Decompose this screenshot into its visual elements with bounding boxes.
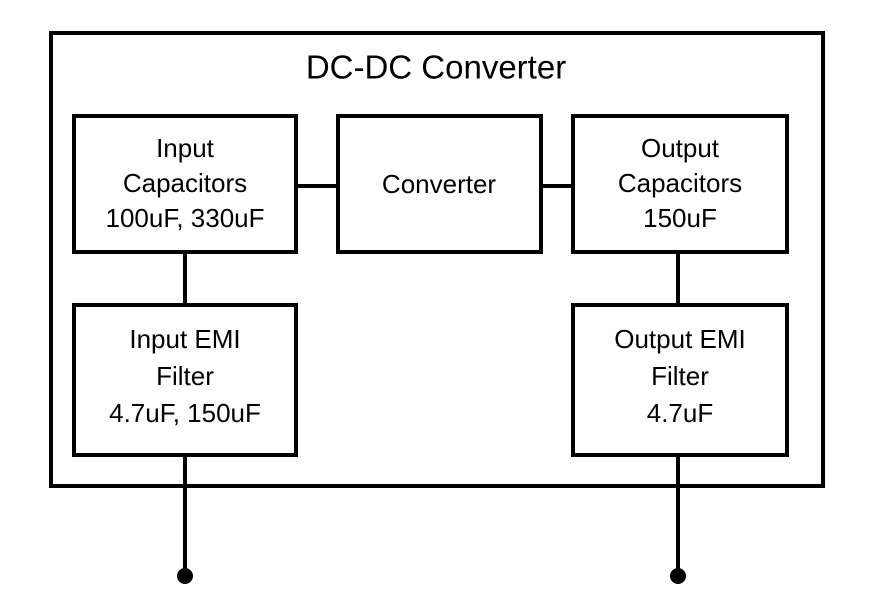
block-output-capacitors-line1: Output bbox=[641, 133, 720, 163]
block-input-capacitors: Input Capacitors 100uF, 330uF bbox=[72, 114, 298, 254]
block-output-emi-filter-line3: 4.7uF bbox=[647, 398, 714, 428]
block-input-emi-filter-line1: Input EMI bbox=[129, 324, 240, 354]
block-input-emi-filter: Input EMI Filter 4.7uF, 150uF bbox=[72, 303, 298, 457]
block-converter-line1: Converter bbox=[382, 169, 496, 199]
block-output-capacitors-outline bbox=[571, 114, 789, 254]
diagram-title: DC-DC Converter bbox=[306, 49, 566, 86]
block-input-emi-filter-line2: Filter bbox=[156, 361, 214, 391]
block-output-capacitors-line2: Capacitors bbox=[618, 168, 742, 198]
block-input-emi-filter-line3: 4.7uF, 150uF bbox=[109, 398, 261, 428]
output-terminal-dot bbox=[670, 568, 686, 584]
block-converter: Converter bbox=[336, 114, 543, 254]
block-output-emi-filter-line2: Filter bbox=[651, 361, 709, 391]
block-output-emi-filter: Output EMI Filter 4.7uF bbox=[571, 303, 789, 457]
block-output-capacitors: Output Capacitors 150uF bbox=[571, 114, 789, 254]
block-input-emi-filter-outline bbox=[72, 303, 298, 457]
block-input-capacitors-line1: Input bbox=[156, 133, 215, 163]
input-terminal-dot bbox=[177, 568, 193, 584]
block-output-capacitors-line3: 150uF bbox=[643, 203, 717, 233]
block-input-capacitors-line2: Capacitors bbox=[123, 168, 247, 198]
block-input-capacitors-line3: 100uF, 330uF bbox=[105, 203, 264, 233]
block-input-capacitors-outline bbox=[72, 114, 298, 254]
block-converter-outline bbox=[336, 114, 543, 254]
block-output-emi-filter-outline bbox=[571, 303, 789, 457]
block-output-emi-filter-line1: Output EMI bbox=[614, 324, 746, 354]
